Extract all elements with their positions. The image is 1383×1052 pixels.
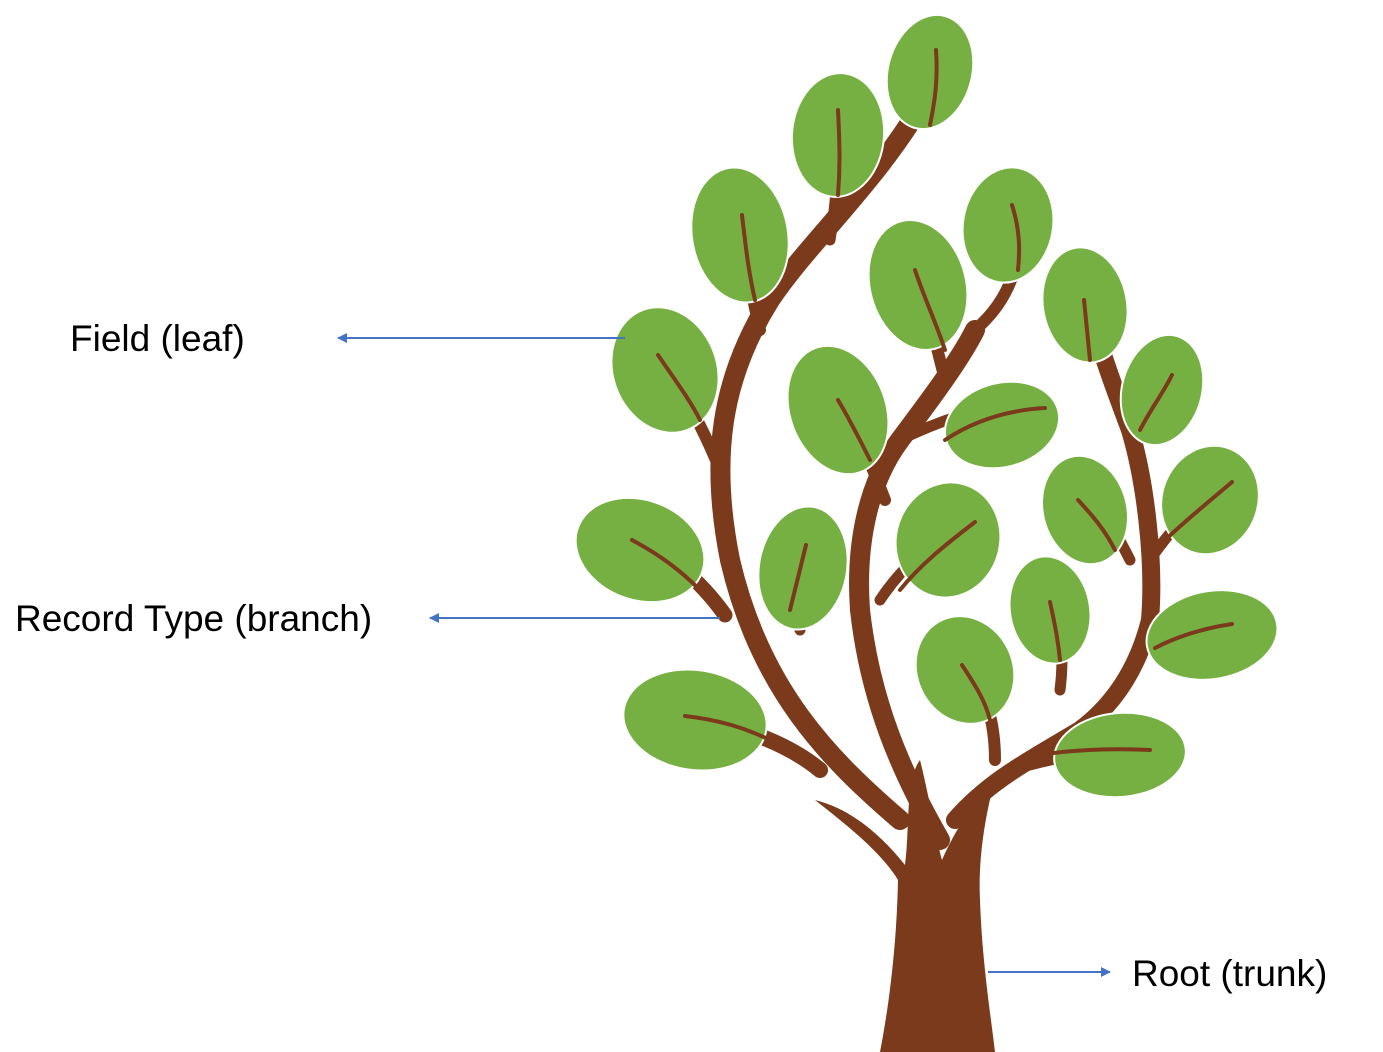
leaf-lower-right <box>1053 711 1187 799</box>
leaf-upper-left <box>690 166 790 304</box>
leaf-lower-left <box>622 668 768 772</box>
leaf-veins <box>630 48 1234 757</box>
trunk <box>815 760 995 1052</box>
arrows <box>337 333 1111 977</box>
branch-right-main <box>946 301 1161 829</box>
leaf-field <box>610 306 720 434</box>
branch-left-main <box>710 80 940 830</box>
leaf-center-left <box>786 344 890 476</box>
label-branch: Record Type (branch) <box>15 598 372 639</box>
leaf-upper-center <box>867 219 969 351</box>
leaves <box>574 13 1279 799</box>
leaf-mid-left <box>574 496 706 604</box>
leaf-center-right <box>943 380 1061 470</box>
leaf-upper-right <box>961 166 1055 284</box>
leaf-mid-center <box>757 505 849 631</box>
leaf-top <box>885 13 975 131</box>
label-trunk: Root (trunk) <box>1132 953 1327 994</box>
leaf-far-right <box>1145 589 1279 681</box>
branch-center <box>849 320 985 850</box>
label-leaf: Field (leaf) <box>70 318 245 359</box>
